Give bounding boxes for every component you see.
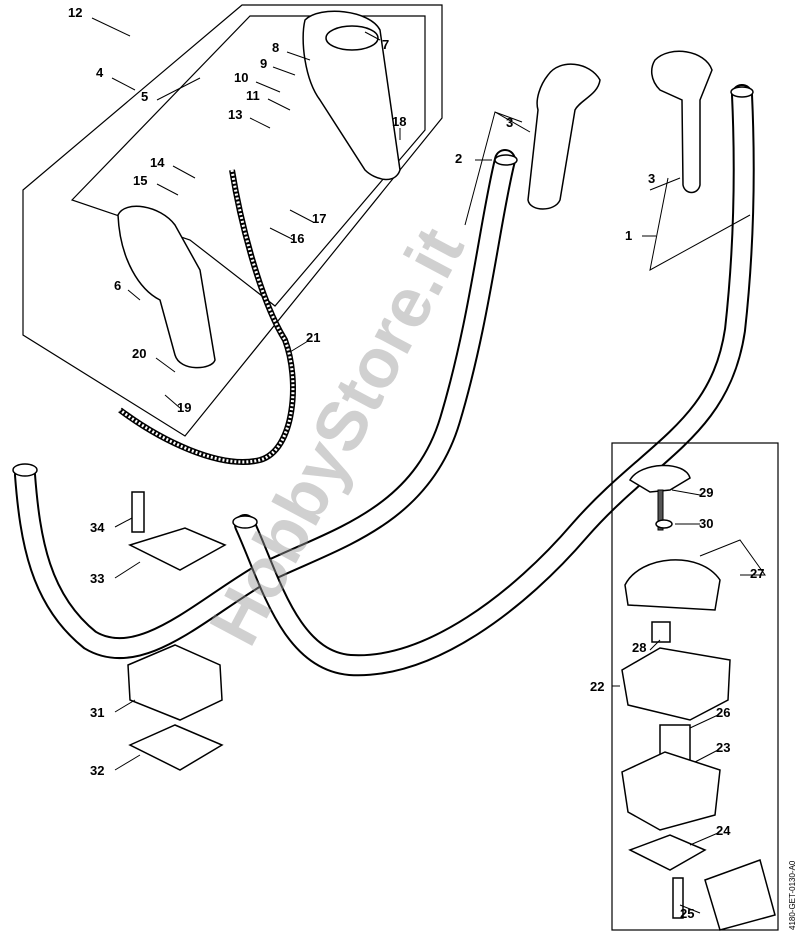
callout-30: 30 — [699, 516, 713, 531]
callout-33: 33 — [90, 571, 104, 586]
assembly-box-4 — [22, 4, 443, 437]
callout-13: 13 — [228, 107, 242, 122]
callout-31: 31 — [90, 705, 104, 720]
throttle-cable — [118, 169, 296, 465]
callout-16: 16 — [290, 231, 304, 246]
callout-27: 27 — [750, 566, 764, 581]
callout-2: 2 — [455, 151, 462, 166]
drawing-code: 4180-GET-0130-A0 — [788, 860, 797, 930]
callout-1: 1 — [625, 228, 632, 243]
callout-6: 6 — [114, 278, 121, 293]
callout-18: 18 — [392, 114, 406, 129]
callout-26: 26 — [716, 705, 730, 720]
callout-8: 8 — [272, 40, 279, 55]
callout-7: 7 — [382, 37, 389, 52]
assembly-box-5 — [70, 15, 426, 307]
grip-right — [650, 50, 713, 194]
callout-10: 10 — [234, 70, 248, 85]
callout-28: 28 — [632, 640, 646, 655]
callout-11: 11 — [246, 88, 260, 103]
callout-22: 22 — [590, 679, 604, 694]
grip-left — [527, 63, 601, 210]
callout-labels: 12 4 5 8 7 9 10 11 13 18 14 15 17 16 6 2… — [68, 5, 764, 921]
callout-32: 32 — [90, 763, 104, 778]
callout-15: 15 — [133, 173, 147, 188]
callout-14: 14 — [150, 155, 165, 170]
callout-19: 19 — [177, 400, 191, 415]
callout-29: 29 — [699, 485, 713, 500]
callout-20: 20 — [132, 346, 146, 361]
callout-3-left: 3 — [506, 115, 513, 130]
handlebar-left-tube — [12, 149, 518, 660]
callout-23: 23 — [716, 740, 730, 755]
clamp-assembly-parts — [621, 464, 776, 931]
callout-3-right: 3 — [648, 171, 655, 186]
callout-9: 9 — [260, 56, 267, 71]
leader-lines — [91, 17, 766, 914]
callout-5: 5 — [141, 89, 148, 104]
callout-34: 34 — [90, 520, 105, 535]
callout-12: 12 — [68, 5, 82, 20]
callout-4: 4 — [96, 65, 104, 80]
callout-24: 24 — [716, 823, 731, 838]
handlebar-right-tube — [232, 84, 755, 677]
callout-21: 21 — [306, 330, 320, 345]
callout-25: 25 — [680, 906, 694, 921]
callout-17: 17 — [312, 211, 326, 226]
clamp-parts-left — [127, 491, 227, 771]
